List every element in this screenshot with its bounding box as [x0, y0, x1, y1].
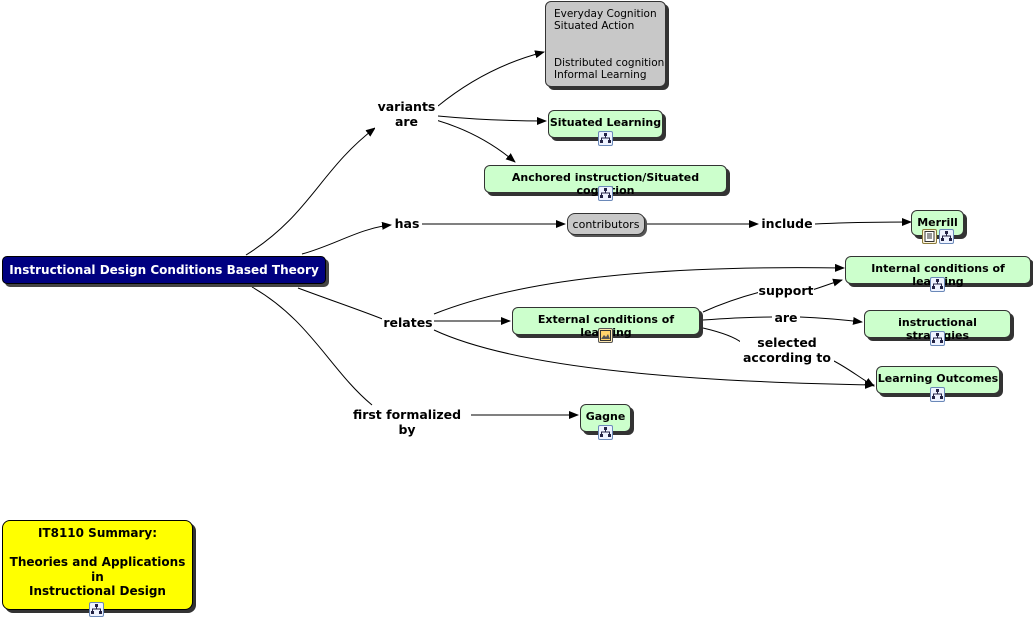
concept-map-icon[interactable]: [598, 425, 613, 440]
link-label-are[interactable]: are: [772, 310, 800, 325]
link-include-merrill: [814, 218, 912, 227]
root-concept[interactable]: Instructional Design Conditions Based Th…: [2, 256, 326, 284]
link-label-selected-according-to[interactable]: selected according to: [740, 335, 834, 365]
concept-map-icon[interactable]: [930, 277, 945, 292]
link-root-variants: [245, 127, 376, 256]
concept-map-icon[interactable]: [939, 229, 954, 244]
document-icon[interactable]: [922, 229, 937, 244]
concept-contributors[interactable]: contributors: [567, 213, 645, 235]
concept-label: Merrill: [917, 216, 958, 229]
variants-list: Distributed cognition Informal Learning: [554, 57, 665, 81]
concept-label: contributors: [572, 217, 640, 231]
link-external-are: [702, 316, 773, 321]
concept-label: Situated Learning: [549, 116, 662, 129]
concept-gagne[interactable]: Gagne: [580, 404, 631, 432]
concept-merrill[interactable]: Merrill: [911, 210, 964, 236]
concept-map-icon[interactable]: [930, 331, 945, 346]
image-icon[interactable]: [598, 328, 613, 343]
summary-label: IT8110 Summary: Theories and Application…: [9, 526, 186, 598]
link-label-include[interactable]: include: [759, 216, 815, 231]
concept-label: Gagne: [585, 410, 626, 423]
link-label-relates[interactable]: relates: [382, 315, 434, 330]
link-root-relates: [297, 287, 386, 321]
link-variants-gray: [437, 50, 545, 107]
link-selected-outcomes: [831, 359, 875, 387]
link-label-support[interactable]: support: [758, 283, 814, 298]
summary-box[interactable]: IT8110 Summary: Theories and Application…: [2, 520, 193, 610]
link-root-formalized: [251, 286, 373, 406]
link-external-support: [702, 291, 761, 313]
link-root-has: [301, 221, 392, 255]
link-are-strategies: [799, 316, 863, 325]
link-variants-situated: [437, 115, 547, 125]
link-external-selected: [702, 327, 743, 344]
link-label-has[interactable]: has: [392, 216, 422, 231]
concept-map-icon[interactable]: [89, 602, 104, 617]
concept-label: Internal conditions of learning: [871, 262, 1005, 288]
variants-heading: Everyday Cognition Situated Action: [554, 8, 657, 32]
link-label-variants-are[interactable]: variants are: [375, 99, 438, 129]
concept-map-icon[interactable]: [598, 131, 613, 146]
root-concept-label: Instructional Design Conditions Based Th…: [9, 263, 319, 277]
link-label-first-formalized-by[interactable]: first formalized by: [343, 407, 471, 437]
link-variants-anchored: [435, 119, 516, 163]
concept-map-icon[interactable]: [930, 387, 945, 402]
link-support-internal: [811, 278, 843, 291]
variants-info-box[interactable]: Everyday Cognition Situated Action Distr…: [545, 1, 666, 87]
concept-map-icon[interactable]: [598, 186, 613, 201]
concept-label: Learning Outcomes: [877, 372, 999, 385]
concept-anchored-instruction[interactable]: Anchored instruction/Situated cognition: [484, 165, 727, 197]
